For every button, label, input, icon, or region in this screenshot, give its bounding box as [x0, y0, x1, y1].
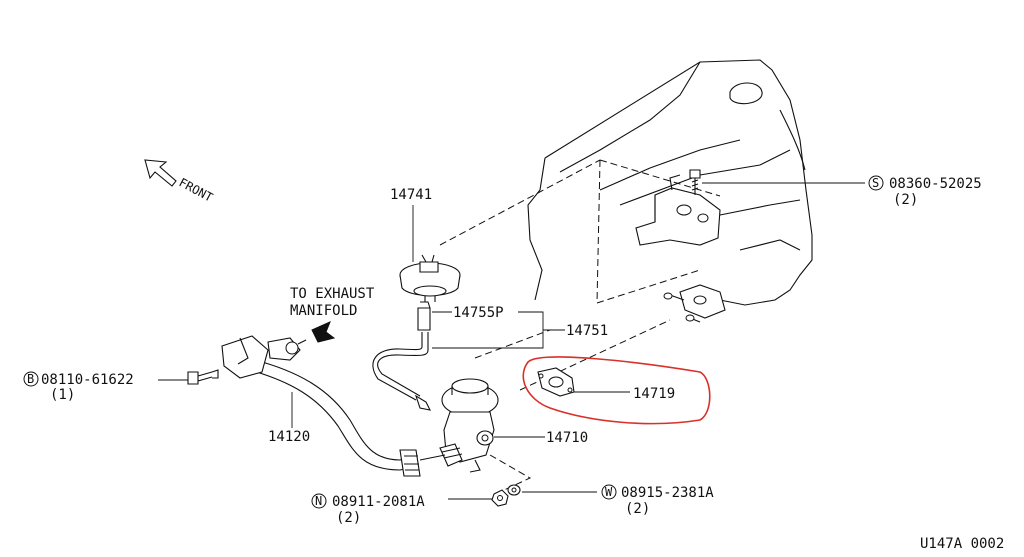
part-number-14719: 14719: [633, 386, 675, 402]
part-14755p-hose: [417, 301, 431, 331]
part-number-14741: 14741: [390, 187, 432, 203]
nut-n-quantity: (2): [336, 510, 361, 526]
bolt-b-quantity: (1): [50, 387, 75, 403]
to-exhaust-label-line2: MANIFOLD: [290, 303, 357, 319]
bolt-s-part-number: 08360-52025: [889, 176, 982, 192]
part-14120-tube: [249, 359, 446, 477]
washer-w-part: [507, 484, 521, 496]
part-number-14710: 14710: [546, 430, 588, 446]
bolt-b-part: [187, 369, 219, 385]
washer-w-symbol: W: [605, 485, 613, 499]
bolt-b-symbol-circle: [23, 371, 39, 387]
nut-n-symbol: N: [315, 494, 322, 508]
part-14719-gasket: [537, 367, 575, 397]
bolt-b-symbol: B: [27, 372, 34, 386]
exhaust-direction-arrow: [311, 321, 336, 343]
washer-w-quantity: (2): [625, 501, 650, 517]
bolt-s-symbol: S: [872, 176, 879, 190]
washer-w-part-number: 08915-2381A: [621, 485, 714, 501]
drawing-code: U147A 0002: [920, 536, 1004, 552]
nut-n-part: [491, 489, 509, 507]
washer-w-symbol-circle: [601, 484, 617, 500]
part-14710-egr-valve: [439, 378, 499, 473]
to-exhaust-label-line1: TO EXHAUST: [290, 286, 375, 302]
bolt-b-part-number: 08110-61622: [41, 372, 134, 388]
bolt-s-part: [689, 169, 701, 195]
part-number-14751: 14751: [566, 323, 608, 339]
front-label: FRONT: [177, 175, 215, 204]
part-14751-tube: [372, 332, 431, 411]
exhaust-flange: [221, 335, 307, 379]
engine-block-outline: [527, 59, 813, 306]
part-number-14755p: 14755P: [453, 305, 504, 321]
bolt-s-symbol-circle: [868, 175, 884, 191]
highlight-circle-14719: [522, 356, 711, 425]
nut-n-symbol-circle: [311, 493, 327, 509]
part-number-14120: 14120: [268, 429, 310, 445]
nut-n-part-number: 08911-2081A: [332, 494, 425, 510]
mounting-studs: [663, 284, 726, 323]
front-arrow: FRONT: [144, 159, 215, 205]
egr-bracket: [635, 174, 721, 246]
bolt-s-quantity: (2): [893, 192, 918, 208]
part-14741-modulator: [399, 254, 461, 302]
